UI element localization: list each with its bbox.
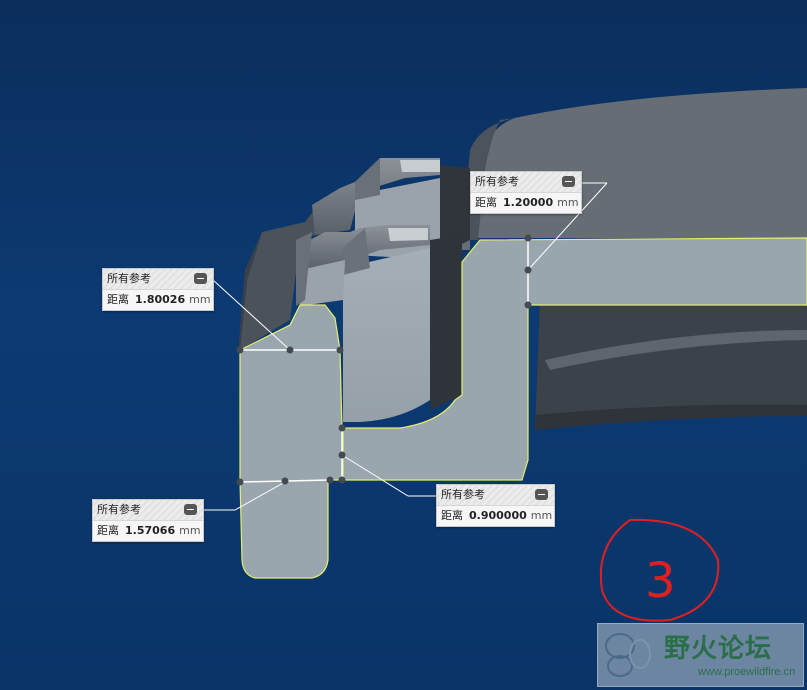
watermark-title: 野火论坛 [664,634,773,664]
callout-header: 所有参考 [471,172,581,193]
collapse-icon[interactable] [535,489,548,500]
annotation-number: 3 [645,553,676,609]
callout-header-label: 所有参考 [107,272,151,285]
distance-unit: mm [557,196,579,209]
distance-unit: mm [530,509,553,522]
distance-label: 距离 [441,509,463,522]
callout-header-label: 所有参考 [475,175,519,188]
distance-label: 距离 [97,524,119,537]
distance-value: 0.900000 [469,509,527,522]
distance-unit: mm [189,293,211,306]
distance-value: 1.20000 [503,196,554,209]
distance-value: 1.80026 [135,293,186,306]
measurement-points [236,234,532,486]
red-annotation: 3 [599,518,720,622]
part-section-profile [239,237,807,579]
collapse-icon[interactable] [194,273,207,284]
callout-header: 所有参考 [437,485,554,506]
collapse-icon[interactable] [562,176,575,187]
callout-header-label: 所有参考 [441,488,485,501]
forum-watermark: 野火论坛 www.proewildfire.cn [597,623,804,687]
distance-unit: mm [179,524,201,537]
distance-label: 距离 [475,196,497,209]
distance-value: 1.57066 [125,524,176,537]
callout-header: 所有参考 [93,500,203,521]
callout-header: 所有参考 [103,269,213,290]
watermark-url: www.proewildfire.cn [698,666,796,678]
distance-label: 距离 [107,293,129,306]
callout-header-label: 所有参考 [97,503,141,516]
part-clip-blocks [296,158,470,422]
collapse-icon[interactable] [184,504,197,515]
measurement-lines [204,182,608,511]
butterfly-logo-icon [605,633,651,677]
